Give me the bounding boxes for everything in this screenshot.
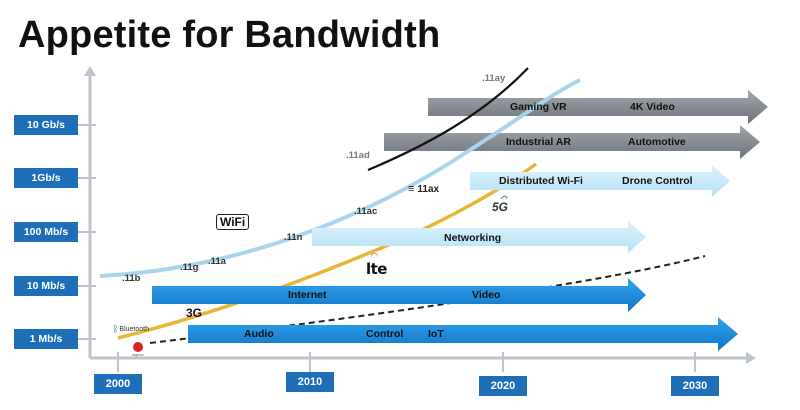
label-4k-video: 4K Video	[630, 101, 675, 113]
label-distributed-wifi: Distributed Wi-Fi	[499, 175, 583, 187]
wifi-growth-curve	[99, 78, 581, 278]
label-audio: Audio	[244, 328, 274, 340]
5g-signal-icon: ◠	[500, 194, 507, 203]
x-label-2030: 2030	[671, 376, 719, 396]
std-11ac: .11ac	[354, 206, 378, 217]
x-label-2020: 2020	[479, 376, 527, 396]
wigig-curve	[367, 67, 529, 172]
gaming-vr-arrow	[428, 90, 768, 124]
tech-lte: lte	[366, 260, 388, 278]
label-drone-control: Drone Control	[622, 175, 693, 187]
y-label-100mbps: 100 Mb/s	[14, 222, 78, 242]
std-11g: .11g	[180, 262, 199, 273]
distributed-wifi-arrow	[470, 165, 730, 197]
bluetooth-logo: ᛒ Bluetooth	[113, 324, 149, 334]
x-label-2000: 2000	[94, 374, 142, 394]
audio-iot-arrow	[188, 317, 738, 351]
x-axis-arrowhead	[746, 352, 756, 364]
y-axis-arrowhead	[84, 66, 96, 76]
internet-video-arrow	[152, 278, 646, 312]
wifi-signal-icon: ≡	[408, 183, 415, 195]
std-11n: .11n	[284, 232, 303, 243]
std-11ax: 11ax	[417, 183, 440, 195]
label-industrial-ar: Industrial AR	[506, 136, 571, 148]
5g-logo: ◠ 5G	[492, 194, 509, 214]
y-label-10mbps: 10 Mb/s	[14, 276, 78, 296]
tech-3g: 3G	[186, 306, 203, 320]
bluetooth-icon: ᛒ	[113, 324, 119, 334]
label-internet: Internet	[288, 289, 327, 301]
lte-signal-icon: ◠	[371, 252, 378, 262]
tech-zigbee: zigbee	[132, 352, 144, 357]
std-11ad: .11ad	[346, 150, 370, 161]
label-gaming-vr: Gaming VR	[510, 101, 567, 113]
wifi-logo: WiFi	[216, 214, 250, 230]
tech-5g: 5G	[492, 200, 509, 214]
zigbee-icon	[132, 342, 143, 352]
y-label-1gbps: 1Gb/s	[14, 168, 78, 188]
wifi6-logo: ≡ 11ax	[408, 183, 439, 195]
lte-logo: ◠ lte	[366, 252, 388, 278]
std-11b: .11b	[122, 273, 141, 284]
zigbee-logo: zigbee	[132, 342, 144, 357]
y-label-1mbps: 1 Mb/s	[14, 329, 78, 349]
x-ticks	[117, 352, 696, 372]
std-11ay: .11ay	[482, 73, 506, 84]
label-networking: Networking	[444, 232, 502, 244]
label-control: Control	[366, 328, 404, 340]
x-label-2010: 2010	[286, 372, 334, 392]
label-automotive: Automotive	[628, 136, 686, 148]
tech-wifi: WiFi	[220, 215, 246, 229]
y-ticks	[78, 124, 96, 340]
tech-bluetooth: Bluetooth	[119, 325, 149, 333]
label-video: Video	[472, 289, 501, 301]
cellular-growth-curve	[117, 162, 538, 340]
label-iot: IoT	[428, 328, 444, 340]
networking-arrow	[312, 221, 646, 253]
std-11a: .11a	[208, 256, 226, 267]
page-title: Appetite for Bandwidth	[18, 14, 441, 56]
industrial-ar-arrow	[384, 125, 760, 159]
y-label-10gbps: 10 Gb/s	[14, 115, 78, 135]
